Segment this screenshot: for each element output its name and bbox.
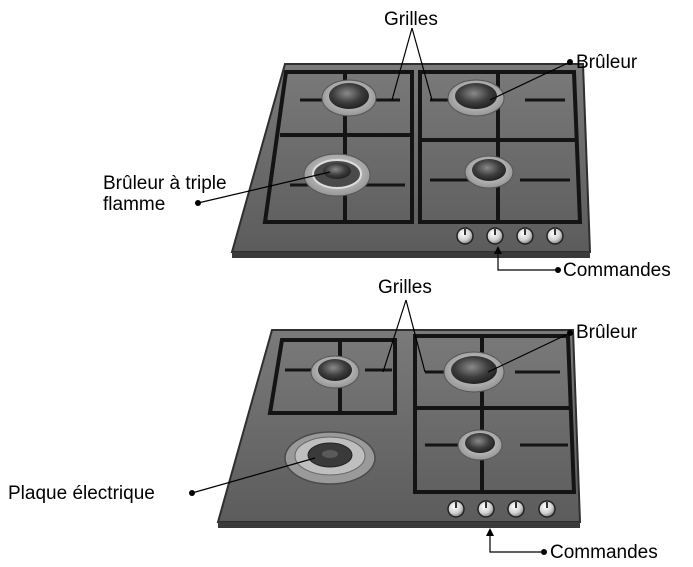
knob[interactable] [538,500,556,518]
bottom-burner-right-front [457,429,503,461]
top-burner-right-front [464,155,514,189]
bottom-burner-right-back [443,351,505,393]
top-knobs [456,227,564,245]
top-hob-front-edge [232,252,590,258]
knob[interactable] [477,500,495,518]
commandes-arrow [494,246,502,254]
bottom-hob [189,299,582,555]
knob[interactable] [456,227,474,245]
label-bruleur-top: Brûleur [576,52,638,73]
top-burner-right-back [447,79,505,117]
label-commandes-top: Commandes [563,260,671,281]
bottom-knobs [447,500,556,518]
electric-hotplate [284,431,376,485]
bottom-leader-dots [189,330,573,555]
bottom-burner-left [310,355,360,389]
top-burner-triple-flame [303,153,371,197]
bottom-leader-lines [191,299,571,553]
knob[interactable] [447,500,465,518]
knob[interactable] [546,227,564,245]
label-grilles-bottom: Grilles [378,277,432,298]
top-burner-left-back [321,79,377,117]
top-leader-dots [195,59,573,273]
commandes-arrow [486,528,494,536]
label-triple-flame-line2: flamme [103,194,166,215]
label-commandes-bottom: Commandes [550,542,658,563]
bottom-hob-front-edge [218,522,580,528]
top-hob [195,27,592,273]
label-triple-flame-line1: Brûleur à triple [103,173,227,194]
knob[interactable] [486,227,504,245]
label-plaque-electrique: Plaque électrique [8,483,155,504]
knob[interactable] [507,500,525,518]
top-left-grille [262,70,414,224]
knob[interactable] [516,227,534,245]
label-bruleur-bottom: Brûleur [576,322,638,343]
label-grilles-top: Grilles [384,9,438,30]
top-leader-lines [197,27,571,271]
